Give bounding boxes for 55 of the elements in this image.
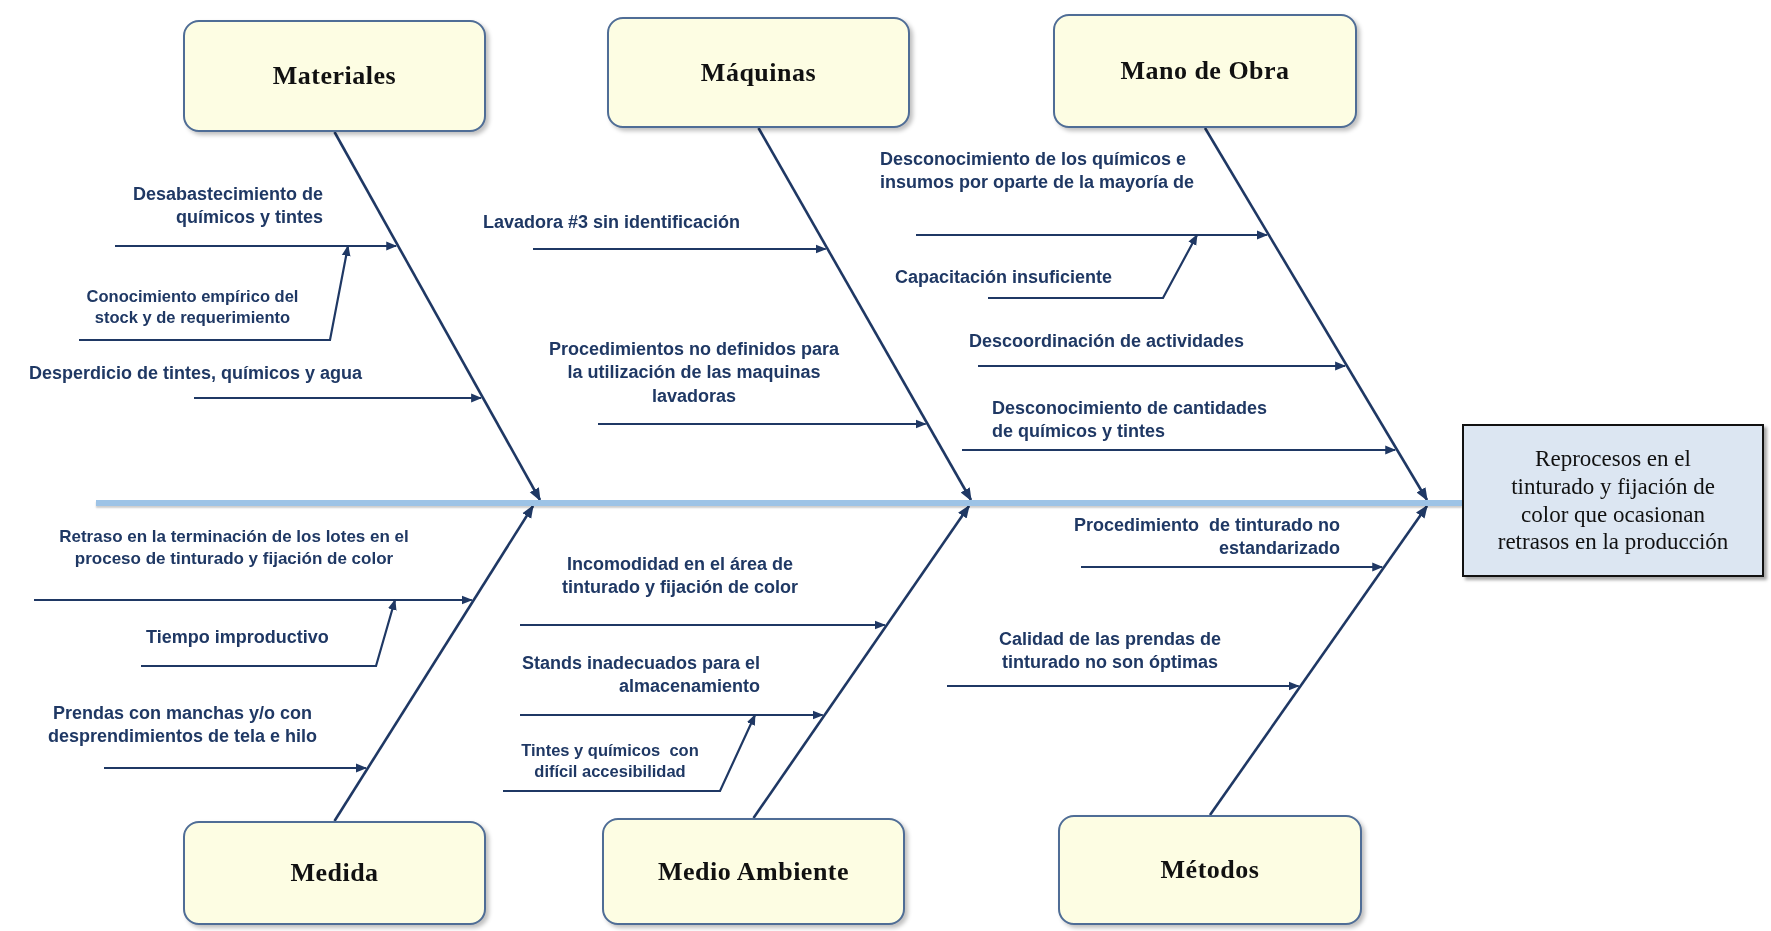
cause-text: Desabastecimiento de químicos y tintes: [118, 183, 323, 245]
cause-arrow: [194, 393, 483, 403]
cause-arrow: [947, 681, 1300, 691]
category-box: [1053, 14, 1357, 128]
cause-text: Tintes y químicos con difícil accesibilidad: [500, 740, 720, 783]
bone-arrow: [333, 131, 542, 502]
cause-text: Procedimiento de tinturado no estandarizado: [1060, 514, 1340, 561]
cause-arrow: [978, 361, 1347, 371]
bone-arrow: [1208, 504, 1429, 816]
effect-text: Reprocesos en el tinturado y fijación de color que ocasionan retrasos en la producción: [1496, 445, 1730, 556]
cause-arrow: [598, 419, 927, 429]
cause-arrow: [520, 620, 886, 630]
category-title: Métodos: [1160, 855, 1260, 885]
cause-text: Capacitación insuficiente: [895, 266, 1157, 290]
cause-text: Lavadora #3 sin identificación: [483, 211, 803, 235]
cause-arrow: [104, 763, 367, 773]
effect-box: [1462, 424, 1764, 577]
cause-arrow: [520, 710, 824, 720]
cause-text: Descoordinación de actividades: [969, 330, 1299, 354]
category-title: Medio Ambiente: [657, 856, 850, 887]
category-title: Máquinas: [700, 57, 817, 88]
spine-bar: [96, 500, 1462, 506]
cause-text: Prendas con manchas y/o con desprendimientos de tela e hilo: [10, 702, 355, 749]
cause-text: Desperdicio de tintes, químicos y agua: [29, 362, 449, 386]
cause-arrow: [533, 244, 827, 254]
category-box: [602, 818, 905, 925]
bone-arrow: [752, 504, 971, 819]
category-title: Medida: [290, 858, 379, 888]
cause-text: Retraso en la terminación de los lotes en el proceso de tinturado y fijación de color: [24, 526, 444, 599]
cause-text: Tiempo improductivo: [146, 626, 376, 650]
cause-arrow: [916, 230, 1268, 240]
cause-text: Desconocimiento de cantidades de químicos y tintes: [992, 397, 1292, 444]
leader-arrow: [79, 244, 351, 342]
cause-arrow: [1081, 562, 1384, 572]
category-title: Mano de Obra: [1120, 56, 1290, 86]
category-title: Materiales: [272, 61, 397, 91]
cause-text: Incomodidad en el área de tinturado y fijación de color: [535, 553, 825, 600]
cause-text: Conocimiento empírico del stock y de requerimiento: [80, 286, 305, 329]
cause-arrow: [34, 595, 473, 605]
cause-arrow: [962, 445, 1397, 455]
cause-text: Stands inadecuados para el almacenamiento: [510, 652, 760, 714]
bone-arrow: [333, 504, 535, 822]
cause-text: Desconocimiento de los químicos e insumos por oparte de la mayoría de: [880, 148, 1220, 234]
category-box: [1058, 815, 1362, 925]
category-box: [183, 821, 486, 925]
cause-arrow: [115, 241, 398, 251]
category-box: [183, 20, 486, 132]
cause-text: Calidad de las prendas de tinturado no son óptimas: [965, 628, 1255, 675]
bone-arrow: [757, 127, 973, 502]
leader-arrow: [141, 598, 397, 668]
leader-arrow: [988, 234, 1198, 300]
cause-text: Procedimientos no definidos para la utilización de las maquinas lavadoras: [544, 338, 844, 409]
category-box: [607, 17, 910, 128]
leader-arrow: [503, 714, 756, 793]
bone-arrow: [1203, 127, 1429, 502]
